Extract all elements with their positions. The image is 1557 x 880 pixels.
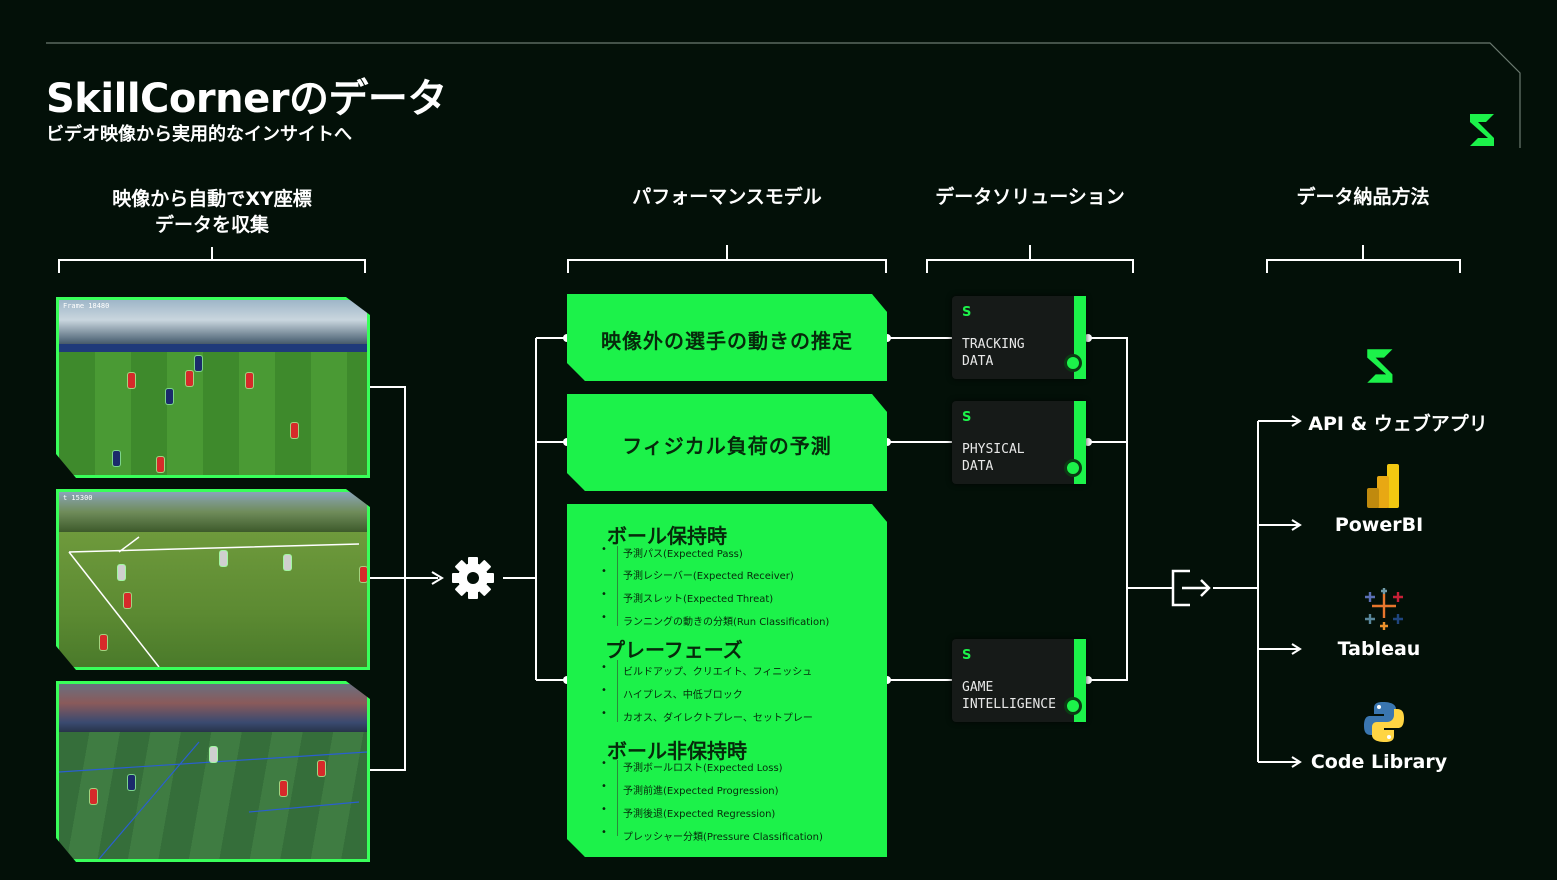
powerbi-icon bbox=[1367, 464, 1399, 508]
card-logo-icon: S bbox=[962, 305, 972, 320]
video-frame-2: t 15300 bbox=[56, 489, 370, 670]
card-connector-icon bbox=[1064, 354, 1082, 372]
export-icon bbox=[1171, 569, 1211, 607]
model-box-movement: 映像外の選手の動きの推定 bbox=[567, 294, 887, 381]
column-header-capture: 映像から自動でXY座標 データを収集 bbox=[112, 188, 312, 236]
card-label: TRACKING DATA bbox=[962, 337, 1025, 369]
model-box-physical: フィジカル負荷の予測 bbox=[567, 394, 887, 491]
frame-tag: t 15300 bbox=[63, 494, 93, 502]
card-logo-icon: S bbox=[962, 410, 972, 425]
skillcorner-logo-icon bbox=[1470, 114, 1494, 146]
list-item: 予測スレット(Expected Threat) bbox=[623, 590, 773, 605]
player-marker bbox=[359, 566, 367, 583]
player-marker bbox=[112, 450, 121, 467]
page-subtitle: ビデオ映像から実用的なインサイトへ bbox=[46, 124, 352, 145]
section-rule bbox=[617, 546, 618, 626]
player-marker bbox=[219, 550, 228, 567]
player-marker bbox=[185, 370, 194, 387]
player-marker bbox=[127, 774, 136, 791]
section-title: ボール保持時 bbox=[607, 524, 727, 548]
player-marker bbox=[123, 592, 132, 609]
list-item: ハイプレス、中低ブロック bbox=[623, 686, 743, 701]
player-marker bbox=[89, 788, 98, 805]
list-item: 予測ボールロスト(Expected Loss) bbox=[623, 759, 783, 774]
list-item: カオス、ダイレクトプレー、セットプレー bbox=[623, 709, 813, 724]
player-marker bbox=[290, 422, 299, 439]
bracket-delivery bbox=[1266, 245, 1461, 273]
python-icon bbox=[1364, 702, 1404, 742]
list-item: ランニングの動きの分類(Run Classification) bbox=[623, 613, 829, 628]
player-marker bbox=[279, 780, 288, 797]
skillcorner-logo-icon bbox=[1367, 349, 1393, 383]
delivery-powerbi[interactable]: PowerBI bbox=[1334, 514, 1424, 536]
card-label: PHYSICAL DATA bbox=[962, 442, 1025, 474]
delivery-code-library[interactable]: Code Library bbox=[1310, 751, 1448, 773]
card-logo-icon: S bbox=[962, 648, 972, 663]
column-header-delivery: データ納品方法 bbox=[1296, 186, 1430, 208]
delivery-api[interactable]: API & ウェブアプリ bbox=[1308, 413, 1488, 435]
ad-board bbox=[59, 344, 367, 352]
section-rule bbox=[617, 760, 618, 836]
card-connector-icon bbox=[1064, 697, 1082, 715]
list-item: 予測前進(Expected Progression) bbox=[623, 782, 779, 797]
card-connector-icon bbox=[1064, 459, 1082, 477]
player-marker bbox=[317, 760, 326, 777]
tableau-icon bbox=[1365, 588, 1403, 630]
player-marker bbox=[245, 372, 254, 389]
list-item: 予測後退(Expected Regression) bbox=[623, 805, 775, 820]
page-title: SkillCornerのデータ bbox=[46, 76, 447, 122]
delivery-tableau[interactable]: Tableau bbox=[1337, 638, 1421, 660]
column-header-solutions: データソリューション bbox=[935, 186, 1125, 208]
model-label-physical: フィジカル負荷の予測 bbox=[622, 434, 832, 458]
list-item: 予測レシーバー(Expected Receiver) bbox=[623, 567, 794, 582]
model-label-movement: 映像外の選手の動きの推定 bbox=[601, 329, 853, 353]
list-item: 予測パス(Expected Pass) bbox=[623, 545, 743, 560]
video-frame-1: Frame 18480 bbox=[56, 297, 370, 478]
bracket-solutions bbox=[926, 245, 1134, 273]
player-marker bbox=[99, 634, 108, 651]
player-marker bbox=[117, 564, 126, 581]
solution-card-game-intelligence: S GAME INTELLIGENCE bbox=[952, 639, 1086, 722]
section-title: プレーフェーズ bbox=[605, 638, 743, 662]
card-label: GAME INTELLIGENCE bbox=[962, 680, 1056, 712]
gear-icon bbox=[452, 557, 494, 599]
player-marker bbox=[165, 388, 174, 405]
column-header-models: パフォーマンスモデル bbox=[632, 186, 822, 208]
player-marker bbox=[156, 456, 165, 473]
player-marker bbox=[209, 746, 218, 763]
frame-tag: Frame 18480 bbox=[63, 302, 110, 310]
solution-card-physical: S PHYSICAL DATA bbox=[952, 401, 1086, 484]
video-frame-3 bbox=[56, 681, 370, 862]
solution-card-tracking: S TRACKING DATA bbox=[952, 296, 1086, 379]
player-marker bbox=[283, 554, 292, 571]
section-rule bbox=[617, 660, 618, 722]
player-marker bbox=[127, 372, 136, 389]
player-marker bbox=[194, 355, 203, 372]
bracket-capture bbox=[58, 247, 366, 273]
bracket-models bbox=[567, 245, 887, 273]
list-item: プレッシャー分類(Pressure Classification) bbox=[623, 828, 823, 843]
model-box-game: ボール保持時 予測パス(Expected Pass) 予測レシーバー(Expec… bbox=[567, 504, 887, 857]
list-item: ビルドアップ、クリエイト、フィニッシュ bbox=[623, 663, 812, 678]
